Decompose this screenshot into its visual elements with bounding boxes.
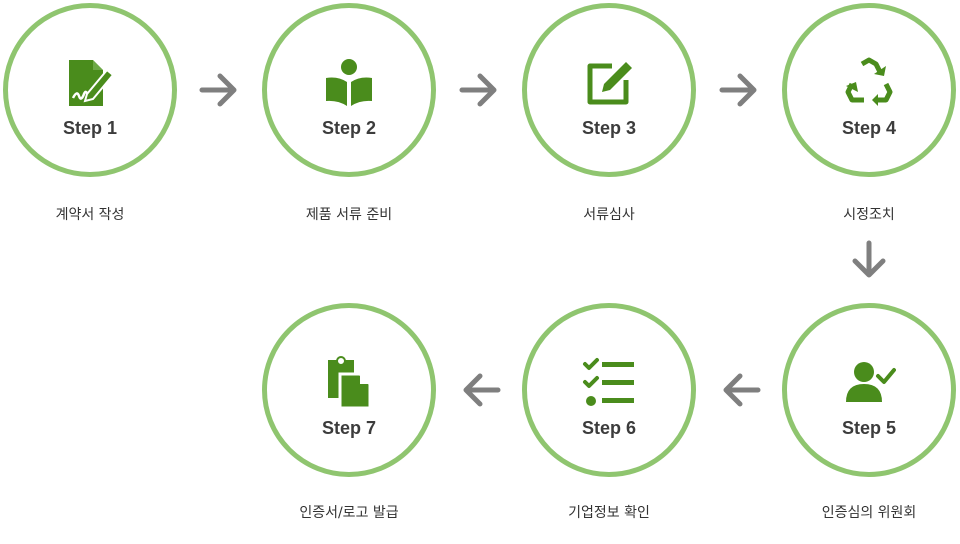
edit-document-icon: [582, 56, 636, 110]
arrow-left-icon: [718, 368, 762, 412]
step-3-circle: Step 3: [522, 3, 696, 177]
step-title: Step 1: [62, 118, 118, 138]
step-title: Step 4: [841, 118, 897, 138]
step-title: Step 3: [581, 118, 637, 138]
arrow-right-icon: [458, 68, 502, 112]
contract-sign-icon: [63, 56, 117, 110]
step-label: 계약서 작성: [55, 207, 125, 223]
step-label: 인증서/로고 발급: [299, 505, 399, 521]
arrow-down-icon: [847, 239, 891, 283]
step-label: 인증심의 위원회: [821, 505, 917, 521]
arrow-left-icon: [458, 368, 502, 412]
step-5-circle: Step 5: [782, 303, 956, 477]
step-1-circle: Step 1: [3, 3, 177, 177]
step-4-circle: Step 4: [782, 3, 956, 177]
arrow-right-icon: [198, 68, 242, 112]
step-title: Step 2: [321, 118, 377, 138]
clipboard-documents-icon: [322, 356, 376, 410]
step-title: Step 7: [321, 418, 377, 438]
step-label: 기업정보 확인: [568, 505, 650, 521]
recycle-icon: [842, 56, 896, 110]
step-label: 시정조치: [843, 207, 895, 223]
reading-person-icon: [322, 56, 376, 110]
checklist-icon: [582, 356, 636, 410]
arrow-right-icon: [718, 68, 762, 112]
step-6-circle: Step 6: [522, 303, 696, 477]
step-label: 서류심사: [583, 207, 635, 223]
step-title: Step 5: [841, 418, 897, 438]
user-check-icon: [842, 356, 896, 410]
step-title: Step 6: [581, 418, 637, 438]
step-2-circle: Step 2: [262, 3, 436, 177]
step-7-circle: Step 7: [262, 303, 436, 477]
step-label: 제품 서류 준비: [305, 207, 393, 223]
